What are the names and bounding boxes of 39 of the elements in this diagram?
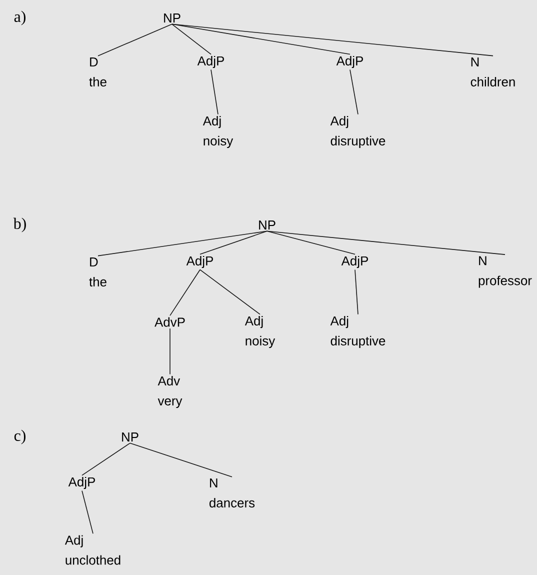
tree-label: AdjP [341,256,368,268]
tree-branch [172,24,212,55]
tree-branch [82,490,94,534]
tree-branch [170,269,200,316]
tree-leaf-label: D the [89,58,106,86]
tree-branch [98,230,268,256]
tree-branch [354,269,358,315]
tree-leaf-label: Adj noisy [244,316,276,348]
tree-branch [200,269,260,315]
tree-label: NP [164,14,180,22]
tree-label: NP [259,220,276,230]
tree-branch [82,442,130,476]
tree-branch [200,230,268,255]
tree-branch [266,230,506,255]
tree-leaf-label: D the [89,258,106,286]
tree-leaf-label: Adj noisy [202,116,234,148]
tree-leaf-label: Adj disruptive [330,316,386,348]
tree-branch [266,230,356,255]
tree-branch [210,69,218,115]
tree-label: AdjP [68,476,95,490]
panel-label: a) [14,10,26,26]
tree-branch [98,24,172,56]
tree-branch [172,24,494,56]
tree-leaf-label: Adv very [158,376,182,408]
tree-leaf-label: N professor [478,256,532,288]
tree-label: AdvP [154,317,185,327]
tree-label: AdjP [197,56,224,68]
tree-label: AdjP [336,56,363,68]
tree-branch [350,69,358,115]
tree-leaf-label: Adj disruptive [330,116,386,148]
panel-label: c) [14,430,26,444]
tree-branch [172,24,350,55]
tree-leaf-label: N dancers [210,478,255,508]
tree-branch [130,442,232,478]
tree-label: AdjP [186,256,213,268]
tree-leaf-label: N children [470,58,515,86]
panel-label: b) [13,218,26,232]
tree-label: NP [122,432,138,442]
tree-leaf-label: Adj unclothed [64,535,120,565]
